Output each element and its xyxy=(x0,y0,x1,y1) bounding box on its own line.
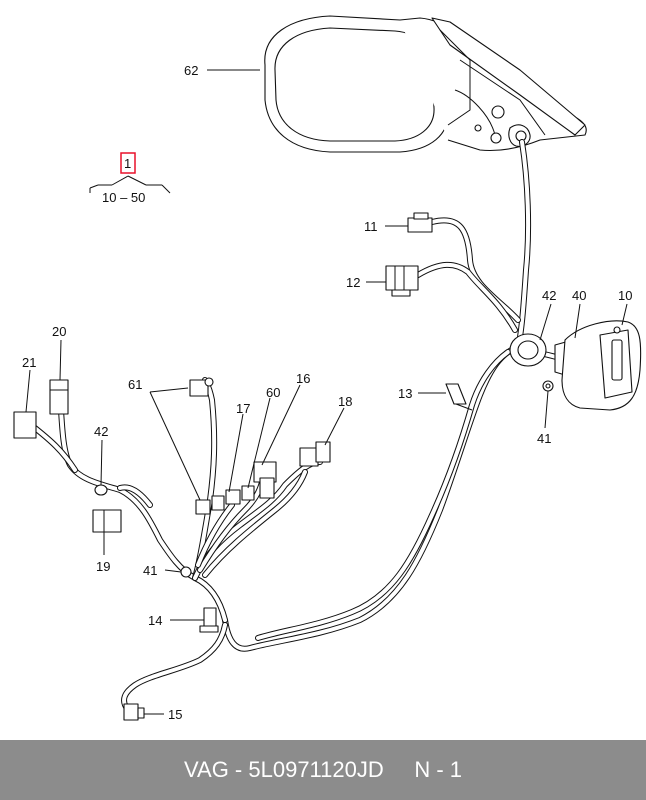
callout-14: 14 xyxy=(148,613,162,628)
callout-41-left: 41 xyxy=(143,563,157,578)
connector-17-60-block xyxy=(195,485,255,515)
clip-41-right xyxy=(542,380,554,392)
connector-14 xyxy=(199,607,219,633)
callout-10: 10 xyxy=(618,288,632,303)
footer-separator: - xyxy=(228,757,249,782)
callout-42-left: 42 xyxy=(94,424,108,439)
callout-15: 15 xyxy=(168,707,182,722)
callout-21: 21 xyxy=(22,355,36,370)
leader-lines xyxy=(25,69,628,715)
wiring-diagram: 62 1 10 – 50 11 12 42 40 10 13 41 20 21 … xyxy=(13,15,642,722)
callout-62: 62 xyxy=(184,63,198,78)
callout-12: 12 xyxy=(346,275,360,290)
connector-21 xyxy=(13,411,37,439)
callout-18: 18 xyxy=(338,394,352,409)
callout-20: 20 xyxy=(52,324,66,339)
connector-15 xyxy=(123,703,145,721)
grommet-42 xyxy=(509,333,547,367)
callout-11: 11 xyxy=(364,219,378,234)
connector-12 xyxy=(385,265,419,297)
callout-labels: 62 1 10 – 50 11 12 42 40 10 13 41 20 21 … xyxy=(22,63,632,722)
callout-41-right: 41 xyxy=(537,431,551,446)
callout-42-right: 42 xyxy=(542,288,556,303)
connector-20 xyxy=(49,379,69,415)
callout-40: 40 xyxy=(572,288,586,303)
footer-part-number: 5L0971120JD xyxy=(248,757,384,782)
switch-10 xyxy=(561,320,642,411)
callout-1: 1 xyxy=(124,156,131,171)
connector-61 xyxy=(189,377,214,397)
footer-bar: VAG - 5L0971120JD N - 1 xyxy=(0,740,646,800)
grommet-42-left xyxy=(94,484,108,496)
wiring-harness xyxy=(32,139,563,713)
clip-13 xyxy=(445,383,473,411)
callout-16: 16 xyxy=(296,371,310,386)
connector-16 xyxy=(253,461,277,499)
highlight-box xyxy=(120,152,136,174)
callout-61: 61 xyxy=(128,377,142,392)
footer-brand: VAG xyxy=(183,757,229,782)
clip-41-left xyxy=(180,566,192,578)
footer-spacer xyxy=(384,757,415,783)
footer-page: N - 1 xyxy=(414,757,462,782)
connector-11 xyxy=(407,212,433,233)
callout-13: 13 xyxy=(398,386,412,401)
callout-19: 19 xyxy=(96,559,110,574)
callout-17: 17 xyxy=(236,401,250,416)
mirror-housing xyxy=(264,15,587,153)
callout-60: 60 xyxy=(266,385,280,400)
connector-19 xyxy=(92,509,122,533)
callout-range: 10 – 50 xyxy=(102,190,145,205)
connector-18 xyxy=(299,441,331,467)
